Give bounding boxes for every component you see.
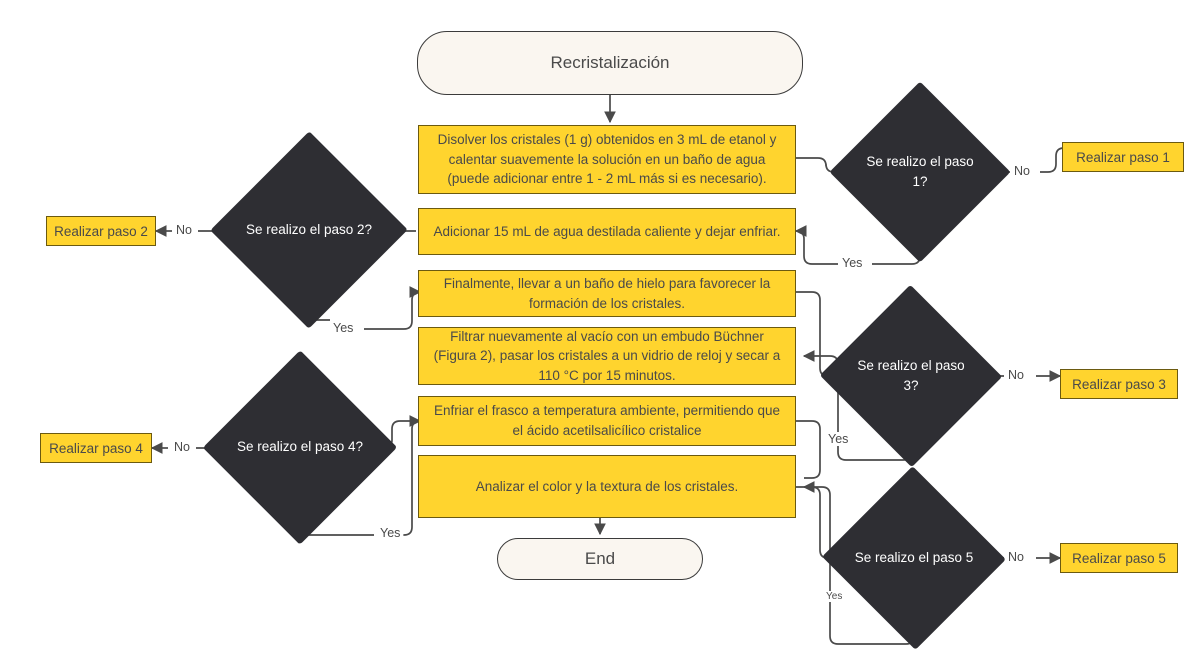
action-box-1[interactable]: Realizar paso 1 bbox=[1062, 142, 1184, 172]
action-box-4[interactable]: Realizar paso 4 bbox=[40, 433, 152, 463]
action-box-4-label: Realizar paso 4 bbox=[49, 440, 143, 456]
start-terminal[interactable]: Recristalización bbox=[417, 31, 803, 95]
process-step-6-label: Analizar el color y la textura de los cr… bbox=[475, 478, 739, 494]
decision-step-1[interactable]: Se realizo el paso 1? bbox=[829, 81, 1011, 263]
edge-d2-yes-2 bbox=[364, 286, 422, 330]
edge-label-d3-no: No bbox=[1006, 368, 1026, 382]
process-step-2-label: Adicionar 15 mL de agua destilada calien… bbox=[433, 223, 781, 239]
action-box-2[interactable]: Realizar paso 2 bbox=[46, 216, 156, 246]
process-step-4[interactable]: Filtrar nuevamente al vacío con un embud… bbox=[418, 327, 796, 385]
edge-label-d2-yes: Yes bbox=[331, 321, 356, 335]
decision-step-3[interactable]: Se realizo el paso 3? bbox=[819, 284, 1003, 468]
process-step-6[interactable]: Analizar el color y la textura de los cr… bbox=[418, 455, 796, 518]
action-box-3-label: Realizar paso 3 bbox=[1072, 376, 1166, 392]
process-step-3-label: Finalmente, llevar a un baño de hielo pa… bbox=[443, 275, 771, 311]
decision-step-4[interactable]: Se realizo el paso 4? bbox=[202, 350, 398, 545]
process-step-2[interactable]: Adicionar 15 mL de agua destilada calien… bbox=[418, 208, 796, 255]
process-step-5-label: Enfriar el frasco a temperatura ambiente… bbox=[434, 403, 780, 438]
decision-step-5[interactable]: Se realizo el paso 5 bbox=[822, 466, 1006, 650]
edge-label-d2-no: No bbox=[174, 223, 194, 237]
decision-step-5-label: Se realizo el paso 5 bbox=[854, 549, 974, 565]
decision-step-4-label: Se realizo el paso 4? bbox=[236, 439, 364, 455]
decision-step-1-label: Se realizo el paso 1? bbox=[866, 153, 974, 189]
decision-step-3-label: Se realizo el paso 3? bbox=[857, 357, 965, 393]
action-box-1-label: Realizar paso 1 bbox=[1076, 149, 1170, 165]
edge-label-d5-no: No bbox=[1006, 550, 1026, 564]
process-step-4-label: Filtrar nuevamente al vacío con un embud… bbox=[433, 328, 781, 383]
edge-label-d3-yes: Yes bbox=[826, 432, 851, 446]
action-box-2-label: Realizar paso 2 bbox=[54, 223, 148, 239]
action-box-5-label: Realizar paso 5 bbox=[1072, 550, 1166, 566]
process-step-1[interactable]: Disolver los cristales (1 g) obtenidos e… bbox=[418, 125, 796, 194]
action-box-5[interactable]: Realizar paso 5 bbox=[1060, 543, 1178, 573]
edge-label-d5-yes: Yes bbox=[824, 591, 845, 602]
edge-label-d1-yes: Yes bbox=[840, 256, 865, 270]
decision-step-2[interactable]: Se realizo el paso 2? bbox=[210, 131, 408, 329]
edge-d1-yes-2 bbox=[794, 225, 838, 265]
end-terminal[interactable]: End bbox=[497, 538, 703, 580]
end-terminal-label: End bbox=[584, 549, 616, 568]
action-box-3[interactable]: Realizar paso 3 bbox=[1060, 369, 1178, 399]
edge-p5-right bbox=[796, 420, 821, 479]
edge-label-d1-no: No bbox=[1012, 164, 1032, 178]
edge-label-d4-no: No bbox=[172, 440, 192, 454]
process-step-3[interactable]: Finalmente, llevar a un baño de hielo pa… bbox=[418, 270, 796, 317]
decision-step-2-label: Se realizo el paso 2? bbox=[245, 221, 373, 237]
edge-label-d4-yes: Yes bbox=[378, 526, 403, 540]
edge-d1-to-a1 bbox=[1040, 142, 1073, 173]
process-step-5[interactable]: Enfriar el frasco a temperatura ambiente… bbox=[418, 396, 796, 446]
start-terminal-label: Recristalización bbox=[550, 53, 670, 72]
process-step-1-label: Disolver los cristales (1 g) obtenidos e… bbox=[437, 132, 777, 187]
